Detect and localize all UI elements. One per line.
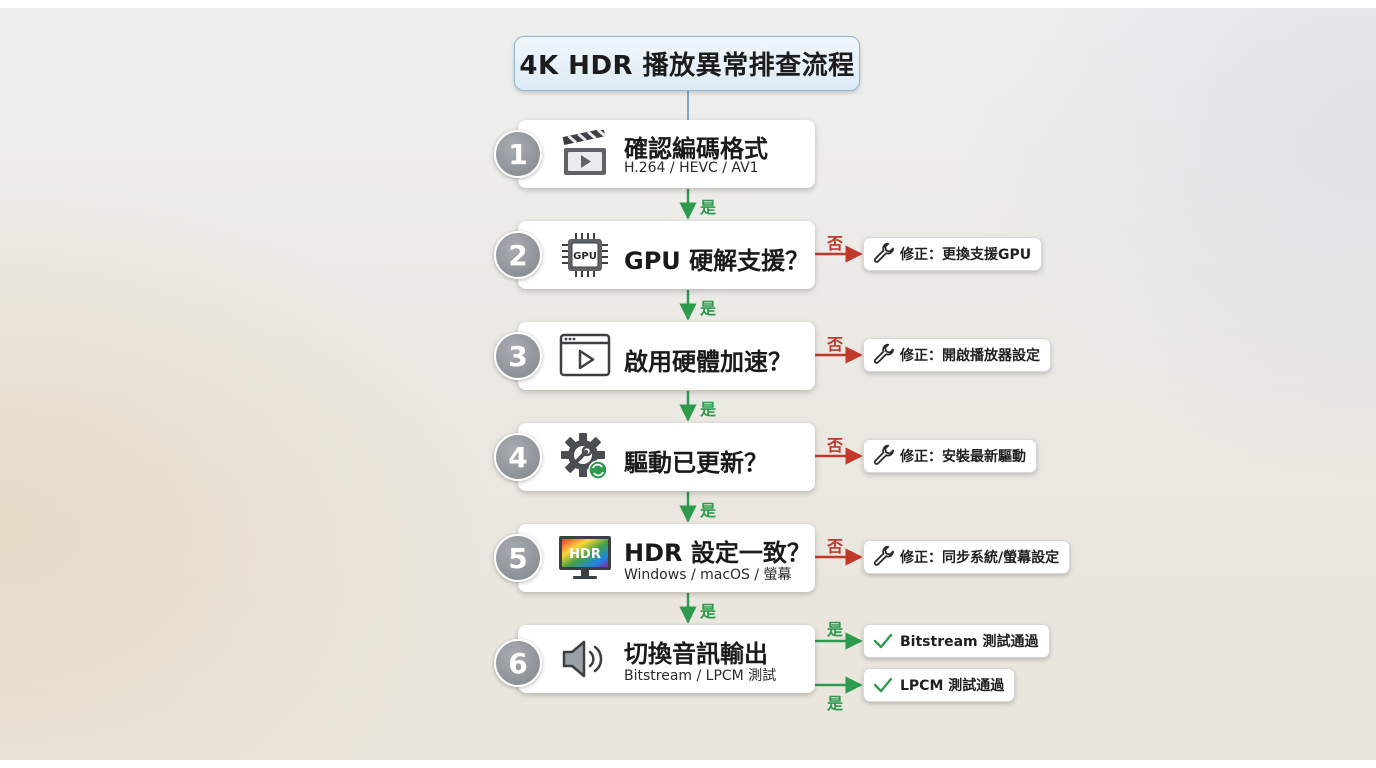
gpu-icon-text: GPU (573, 251, 597, 262)
step-card-3: 啟用硬體加速？ (518, 322, 815, 390)
fix-box-step-5: 修正：同步系統/螢幕設定 (863, 540, 1071, 574)
step-number-6: 6 (494, 639, 542, 687)
wrench-icon (873, 545, 894, 566)
yes-label-bitstream: 是 (827, 620, 844, 639)
yes-label-3-4: 是 (700, 400, 717, 419)
outcome-box-lpcm: LPCM 測試通過 (863, 668, 1016, 702)
wrench-icon (873, 343, 894, 364)
step-number-4: 4 (494, 433, 542, 481)
outcome-text-bitstream: Bitstream 測試通過 (900, 634, 1039, 650)
step-title-4: 驅動已更新？ (624, 449, 768, 477)
step-subtitle-5: Windows / macOS / 螢幕 (624, 567, 792, 583)
fix-box-step-4: 修正：安裝最新驅動 (863, 439, 1037, 473)
outcome-box-bitstream: Bitstream 測試通過 (863, 624, 1050, 658)
yes-label-4-5: 是 (700, 501, 717, 520)
play-window-icon (559, 333, 611, 377)
connector-layer (679, 91, 863, 694)
flowchart-canvas: 4K HDR 播放異常排查流程 確認編碼格式 H.264 / HEVC / AV… (0, 8, 1376, 760)
speaker-icon (562, 640, 603, 678)
step-card-4: 驅動已更新？ (518, 423, 815, 491)
hdr-monitor-icon: HDR (559, 536, 611, 579)
flowchart-title: 4K HDR 播放異常排查流程 (514, 36, 860, 91)
step-number-1: 1 (494, 130, 542, 178)
step-card-1: 確認編碼格式 H.264 / HEVC / AV1 (518, 120, 815, 188)
no-label-step-3: 否 (827, 335, 844, 354)
fix-text-step-4: 修正：安裝最新驅動 (900, 449, 1026, 465)
no-label-step-4: 否 (827, 436, 844, 455)
step-subtitle-6: Bitstream / LPCM 測試 (624, 668, 777, 684)
yes-label-1-2: 是 (700, 198, 717, 217)
yes-label-5-6: 是 (700, 602, 717, 621)
step-title-5: HDR 設定一致？ (624, 539, 811, 567)
clapperboard-icon (562, 130, 607, 175)
gear-wrench-icon (561, 433, 608, 480)
step-number-5: 5 (494, 534, 542, 582)
no-label-step-5: 否 (827, 537, 844, 556)
checkmark-icon (873, 633, 893, 649)
step-number-3: 3 (494, 332, 542, 380)
checkmark-icon (873, 677, 893, 693)
fix-text-step-2: 修正：更換支援GPU (900, 247, 1032, 263)
no-label-step-2: 否 (827, 234, 844, 253)
step-title-2: GPU 硬解支援？ (624, 247, 810, 275)
hdr-icon-text: HDR (569, 547, 601, 562)
step-card-5: HDR HDR 設定一致？ Windows / macOS / 螢幕 (518, 524, 815, 592)
fix-box-step-2: 修正：更換支援GPU (863, 237, 1043, 271)
step-card-2: GPU GPU 硬解支援？ (518, 221, 815, 289)
gpu-chip-icon: GPU (562, 233, 608, 277)
wrench-icon (873, 444, 894, 465)
step-title-6: 切換音訊輸出 (624, 640, 768, 668)
step-title-3: 啟用硬體加速？ (624, 348, 792, 376)
fix-text-step-3: 修正：開啟播放器設定 (900, 348, 1040, 364)
fix-text-step-5: 修正：同步系統/螢幕設定 (900, 550, 1060, 566)
step-subtitle-1: H.264 / HEVC / AV1 (624, 160, 759, 176)
yes-label-lpcm: 是 (827, 694, 844, 713)
yes-label-2-3: 是 (700, 299, 717, 318)
step-card-6: 切換音訊輸出 Bitstream / LPCM 測試 (518, 625, 815, 693)
step-number-2: 2 (494, 231, 542, 279)
fix-box-step-3: 修正：開啟播放器設定 (863, 338, 1051, 372)
outcome-text-lpcm: LPCM 測試通過 (900, 678, 1005, 694)
step-title-1: 確認編碼格式 (624, 135, 768, 163)
wrench-icon (873, 242, 894, 263)
